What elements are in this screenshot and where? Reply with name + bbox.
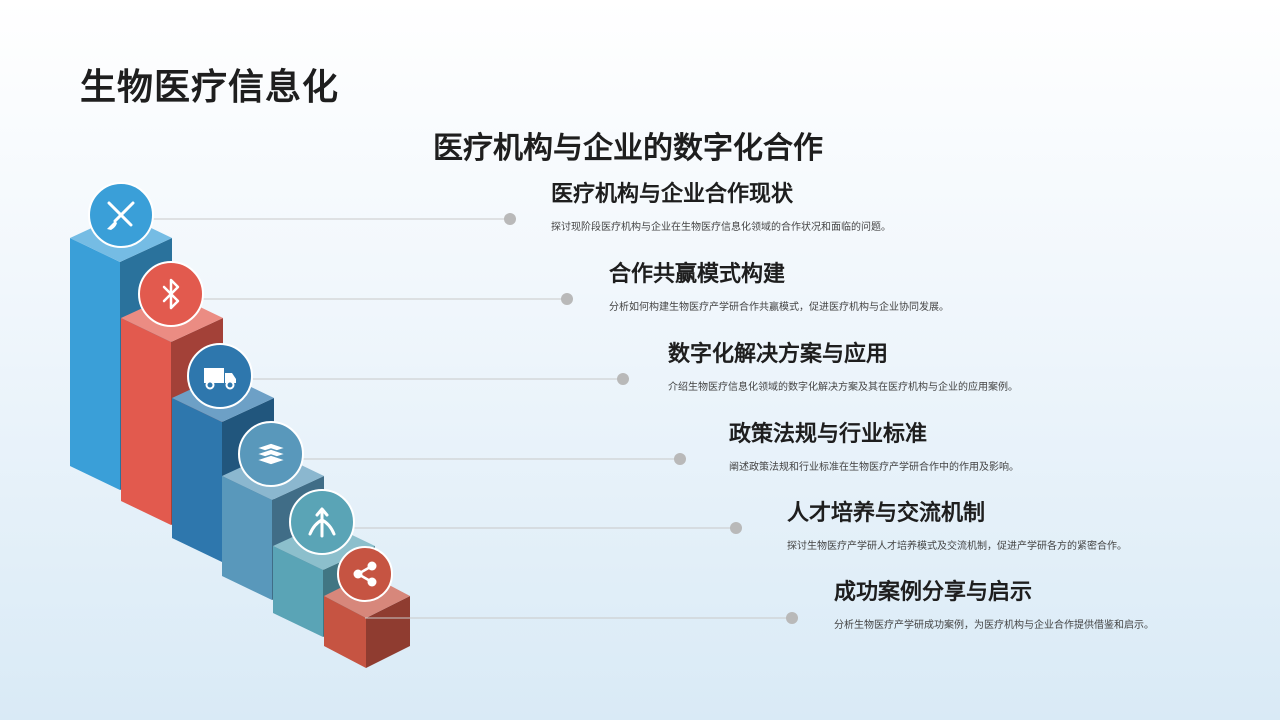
share-icon xyxy=(337,546,393,602)
page-title: 生物医疗信息化 xyxy=(80,67,340,108)
branch-arrows-icon xyxy=(289,489,355,555)
truck-icon xyxy=(187,343,253,409)
item-title: 政策法规与行业标准 xyxy=(729,422,928,447)
item-6: 成功案例分享与启示 分析生物医疗产学研成功案例，为医疗机构与企业合作提供借鉴和启… xyxy=(834,574,1154,631)
item-desc: 介绍生物医疗信息化领域的数字化解决方案及其在医疗机构与企业的应用案例。 xyxy=(668,382,1018,393)
item-title: 成功案例分享与启示 xyxy=(834,580,1033,605)
item-4: 政策法规与行业标准 阐述政策法规和行业标准在生物医疗产学研合作中的作用及影响。 xyxy=(729,416,1019,473)
step-side-face xyxy=(366,596,410,668)
item-desc: 阐述政策法规和行业标准在生物医疗产学研合作中的作用及影响。 xyxy=(729,462,1019,473)
item-title: 医疗机构与企业合作现状 xyxy=(551,182,794,207)
item-5: 人才培养与交流机制 探讨生物医疗产学研人才培养模式及交流机制，促进产学研各方的紧… xyxy=(787,495,1127,552)
item-title: 数字化解决方案与应用 xyxy=(668,342,889,367)
step-front-face xyxy=(273,546,323,637)
item-1: 医疗机构与企业合作现状 探讨现阶段医疗机构与企业在生物医疗信息化领域的合作状况和… xyxy=(551,176,891,233)
item-title: 人才培养与交流机制 xyxy=(787,501,986,526)
leader-dot xyxy=(674,453,686,465)
step-front-face xyxy=(222,476,272,600)
step-front-face xyxy=(324,596,366,668)
leader-dot xyxy=(561,293,573,305)
item-title: 合作共赢模式构建 xyxy=(609,262,786,287)
leader-dot xyxy=(730,522,742,534)
step-front-face xyxy=(121,318,171,525)
item-2: 合作共赢模式构建 分析如何构建生物医疗产学研合作共赢模式，促进医疗机构与企业协同… xyxy=(609,256,949,313)
item-desc: 探讨现阶段医疗机构与企业在生物医疗信息化领域的合作状况和面临的问题。 xyxy=(551,222,891,233)
leader-dot xyxy=(504,213,516,225)
item-desc: 分析如何构建生物医疗产学研合作共赢模式，促进医疗机构与企业协同发展。 xyxy=(609,302,949,313)
section-subtitle: 医疗机构与企业的数字化合作 xyxy=(433,131,823,166)
layers-icon xyxy=(238,421,304,487)
item-3: 数字化解决方案与应用 介绍生物医疗信息化领域的数字化解决方案及其在医疗机构与企业… xyxy=(668,336,1018,393)
step-front-face xyxy=(70,238,120,490)
item-desc: 探讨生物医疗产学研人才培养模式及交流机制，促进产学研各方的紧密合作。 xyxy=(787,541,1127,552)
leader-dot xyxy=(617,373,629,385)
item-desc: 分析生物医疗产学研成功案例，为医疗机构与企业合作提供借鉴和启示。 xyxy=(834,620,1154,631)
bluetooth-icon xyxy=(138,261,204,327)
leader-dot xyxy=(786,612,798,624)
brush-tools-icon xyxy=(88,182,154,248)
step-front-face xyxy=(172,398,222,562)
